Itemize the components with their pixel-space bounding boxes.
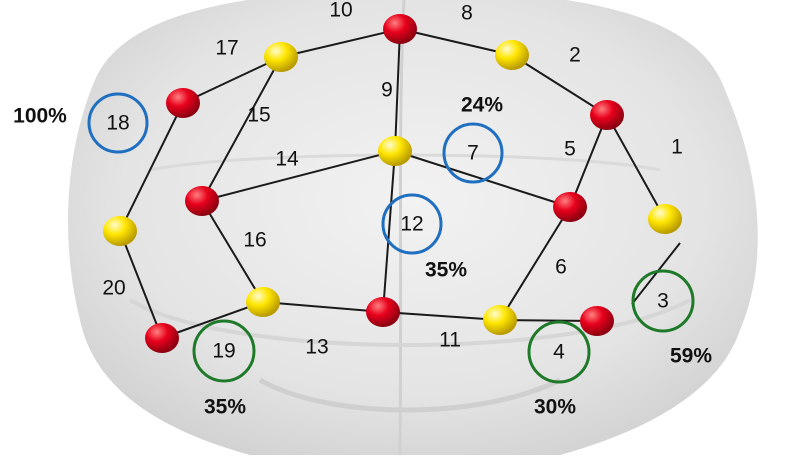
electrode-yellow [103, 216, 137, 246]
edge-label: 2 [569, 44, 581, 67]
green-circle [631, 269, 695, 333]
edge [569, 114, 608, 208]
electrode-yellow [378, 136, 412, 166]
edge [394, 28, 401, 152]
nodes [103, 14, 682, 353]
circled-label: 12 [400, 213, 423, 236]
edge [119, 230, 163, 339]
edge [382, 311, 501, 321]
percentage-label: 35% [204, 396, 246, 419]
edge [399, 28, 513, 56]
circled-label: 3 [657, 290, 669, 313]
edge-label: 14 [275, 148, 299, 171]
percentage-label: 100% [13, 105, 67, 128]
edge [606, 114, 666, 220]
circled-label: 4 [553, 341, 565, 364]
circled-label: 7 [467, 142, 479, 165]
edge-label: 1 [671, 136, 683, 159]
edge-label: 16 [243, 229, 266, 252]
green-circle [192, 319, 256, 383]
edge-label: 8 [461, 2, 473, 25]
circled-label: 18 [106, 112, 129, 135]
electrode-yellow [648, 204, 682, 234]
edge-label: 10 [329, 0, 352, 22]
percentage-label: 59% [670, 345, 712, 368]
edge-label: 9 [381, 79, 393, 102]
electrode-red [366, 297, 400, 327]
edge [182, 56, 282, 104]
electrode-yellow [264, 42, 298, 72]
green-circle [527, 320, 591, 384]
edge [161, 301, 264, 339]
edge [201, 150, 396, 202]
edge-label: 5 [564, 138, 576, 161]
electrode-yellow [246, 287, 280, 317]
edge-labels: 10 8 17 2 9 15 1 5 14 16 6 20 13 11 [102, 0, 683, 359]
percentage-label: 35% [425, 259, 467, 282]
edge [280, 28, 401, 58]
edge [511, 54, 608, 116]
percentage-label: 30% [534, 396, 576, 419]
edge [119, 102, 184, 232]
edge-label: 6 [555, 256, 567, 279]
highlight-circles: 18 7 12 3 19 4 [87, 92, 695, 384]
edge [499, 206, 571, 321]
electrode-red [553, 192, 587, 222]
blue-circle [87, 92, 149, 154]
brain-silhouette [68, 0, 758, 456]
blue-circle [442, 122, 504, 184]
edge [262, 301, 384, 313]
percentage-label: 24% [461, 94, 503, 117]
circled-label: 19 [212, 340, 235, 363]
electrode-red [590, 100, 624, 130]
electrode-red [145, 323, 179, 353]
electrode-yellow [483, 305, 517, 335]
edge-label: 11 [439, 329, 461, 352]
edge-label: 17 [215, 37, 238, 60]
edge-label: 13 [305, 336, 328, 359]
electrode-red [185, 186, 219, 216]
electrode-red [580, 306, 614, 336]
blue-circle [381, 193, 443, 255]
edge [382, 150, 396, 313]
electrode-red [383, 14, 417, 44]
percentages: 100% 24% 35% 59% 35% 30% [13, 94, 712, 419]
edge [201, 200, 264, 303]
edge-label: 15 [247, 104, 270, 127]
edge [631, 242, 681, 305]
edge [201, 56, 282, 202]
electrode-red [166, 88, 200, 118]
edge-label: 20 [102, 277, 125, 300]
electrode-yellow [495, 40, 529, 70]
